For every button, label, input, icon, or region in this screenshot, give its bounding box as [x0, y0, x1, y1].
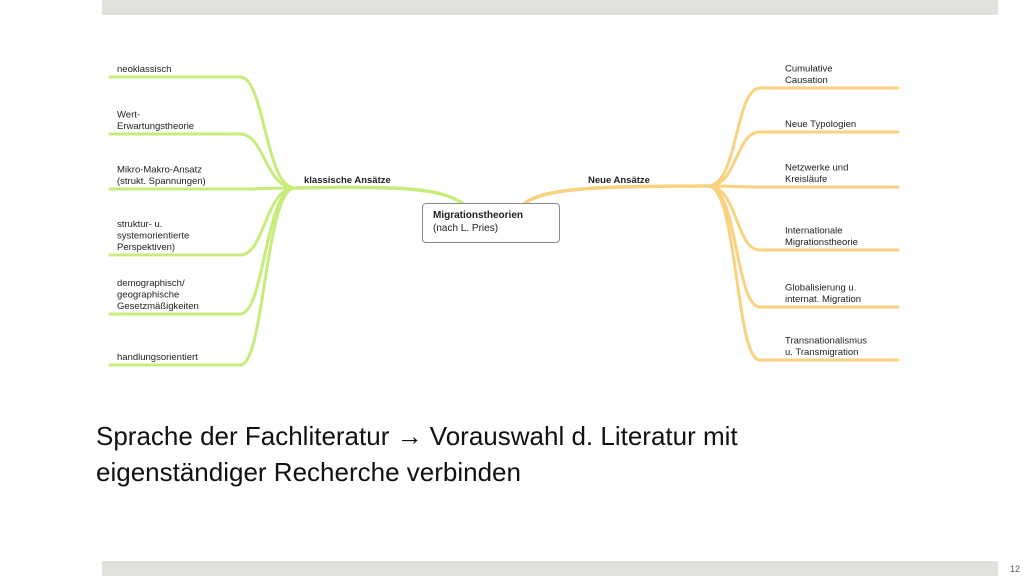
right-branch-connector [706, 130, 762, 188]
right-branch-connector [706, 86, 762, 188]
slide-caption: Sprache der Fachliteratur → Vorauswahl d… [96, 418, 956, 490]
right-branch-trunk [523, 184, 710, 205]
mind-map: klassische Ansätze neoklassischWert-Erwar… [108, 64, 900, 367]
left-branch-leaf: neoklassisch [117, 64, 171, 75]
caption-line-1: Sprache der Fachliteratur → Vorauswahl d… [96, 421, 738, 451]
left-branch-leaf: Wert-Erwartungstheorie [117, 110, 194, 133]
left-branch-connector [238, 75, 297, 190]
caption-line-2: eigenständiger Recherche verbinden [96, 457, 521, 487]
root-subtitle: (nach L. Pries) [433, 223, 499, 234]
left-branch-trunk [293, 185, 464, 205]
right-branch-label: Neue Ansätze [588, 175, 650, 186]
root-title: Migrationstheorien [433, 210, 524, 221]
root-node: Migrationstheorien (nach L. Pries) [422, 203, 560, 243]
right-branch-connector [706, 184, 762, 362]
right-branch-leaf: Globalisierung u.internat. Migration [785, 283, 861, 306]
left-branch-leaf: Mikro-Makro-Ansatz(strukt. Spannungen) [117, 165, 206, 188]
right-branch-leaf: Neue Typologien [785, 119, 856, 130]
left-branch-connector [238, 132, 297, 190]
left-branch-connector [238, 186, 297, 367]
top-decor-bar [102, 0, 998, 15]
bottom-decor-bar [102, 561, 998, 576]
slide-number: 12 [1009, 564, 1020, 574]
left-branch-label: klassische Ansätze [304, 175, 391, 186]
left-branch-leaf: handlungsorientiert [117, 352, 198, 363]
